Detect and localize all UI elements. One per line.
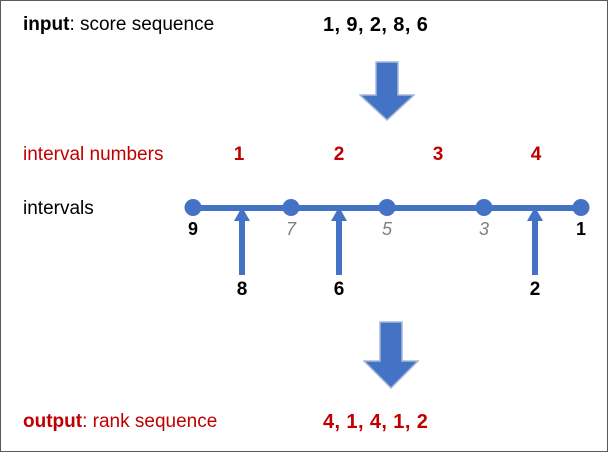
axis-value-9: 9 (187, 219, 199, 239)
input-keyword: input (23, 14, 70, 35)
interval-numbers-label: interval numbers (23, 144, 164, 165)
interval-number-3: 3 (432, 144, 444, 165)
marker-value-2: 2 (529, 279, 541, 300)
marker-value-6: 6 (333, 279, 345, 300)
input-score-sequence: 1, 9, 2, 8, 6 (323, 14, 429, 36)
down-arrow-icon-bottom (362, 321, 420, 390)
axis-dot-7 (282, 199, 300, 216)
up-arrow-icon-6 (331, 207, 347, 275)
marker-value-8: 8 (236, 279, 248, 300)
output-label-rest: : rank sequence (82, 411, 218, 432)
axis-value-3: 3 (478, 219, 490, 239)
axis-dot-3 (475, 199, 493, 216)
intervals-label: intervals (23, 198, 94, 219)
down-arrow-icon (358, 61, 416, 122)
output-rank-sequence: 4, 1, 4, 1, 2 (323, 411, 429, 433)
axis-value-1: 1 (575, 219, 587, 239)
axis-value-7: 7 (285, 219, 297, 239)
axis-dot-9 (184, 199, 202, 216)
interval-number-1: 1 (233, 144, 245, 165)
axis-value-5: 5 (381, 219, 393, 239)
interval-number-2: 2 (333, 144, 345, 165)
interval-number-4: 4 (530, 144, 542, 165)
up-arrow-icon-8 (234, 207, 250, 275)
axis-dot-1 (572, 199, 590, 216)
up-arrow-icon-2 (527, 207, 543, 275)
output-label: output: rank sequence (23, 412, 217, 431)
input-label-rest: : score sequence (69, 14, 215, 35)
output-keyword: output (23, 411, 83, 432)
input-label: input: score sequence (23, 15, 214, 34)
axis-dot-5 (378, 199, 396, 216)
